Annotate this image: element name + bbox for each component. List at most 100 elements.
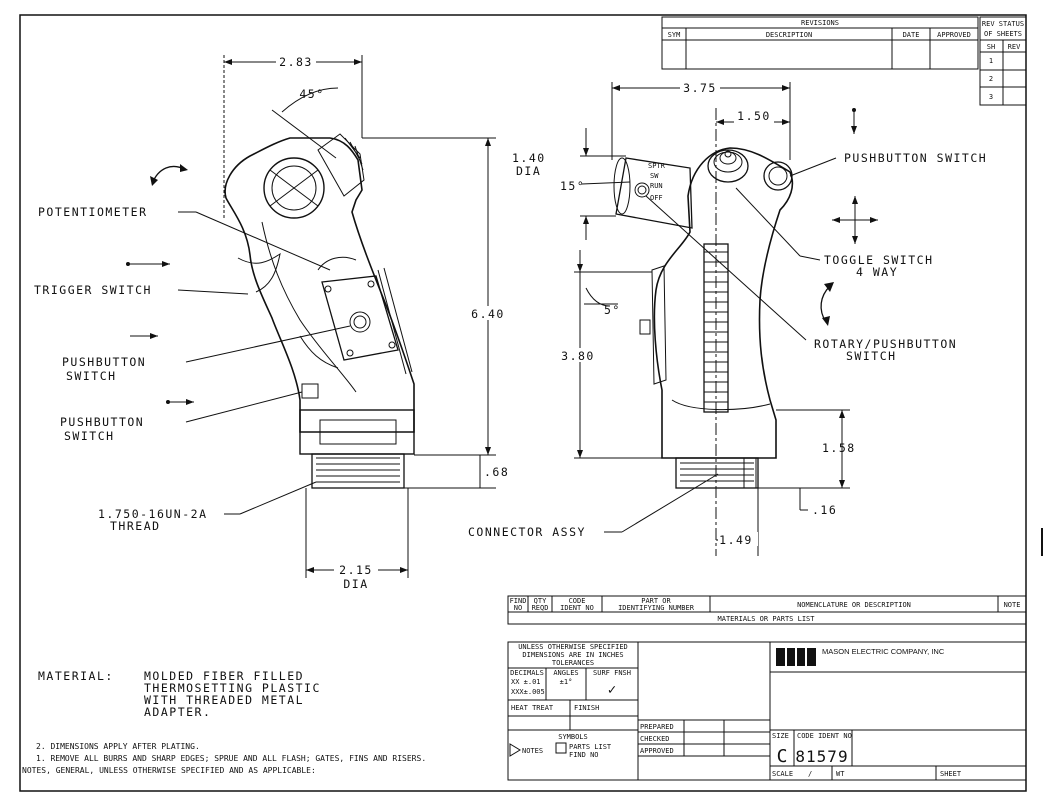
- label-rotary-pushbutton: ROTARY/PUSHBUTTON: [814, 337, 957, 351]
- approved-label: APPROVED: [640, 747, 674, 755]
- wt-label: WT: [836, 770, 845, 778]
- tolerance-xx: XX ±.01: [511, 678, 541, 686]
- label-rotary-switch: SWITCH: [846, 349, 897, 363]
- dim-width-283: 2.83: [279, 55, 313, 69]
- notes-section: MATERIAL: MOLDED FIBER FILLED THERMOSETT…: [22, 669, 426, 775]
- sheet-number-2: 2: [989, 75, 993, 83]
- size-label: SIZE: [772, 732, 789, 740]
- dim-dia-label: DIA: [343, 577, 368, 591]
- tolerance-xxx: XXX±.005: [511, 688, 545, 696]
- right-front-view: 3.75 1.50 1.40 DIA 15° SPTR SW RUN OFF 5…: [468, 80, 987, 556]
- code-ident-label: CODE IDENT NO: [797, 732, 852, 740]
- sheet-number-1: 1: [989, 57, 993, 65]
- label-toggle-4way: 4 WAY: [856, 265, 898, 279]
- prepared-label: PREPARED: [640, 723, 674, 731]
- dim-149: 1.49: [719, 533, 753, 547]
- parts-list: FIND NO QTY REQD CODE IDENT NO PART OR I…: [507, 595, 1027, 625]
- part-header-1: PART OR: [641, 597, 671, 605]
- dim-dia-140: 1.40: [512, 151, 546, 165]
- surface-finish-check: ✓: [608, 682, 616, 698]
- unless-specified-2: DIMENSIONS ARE IN INCHES: [522, 651, 623, 659]
- tolerance-angle: ±1°: [560, 678, 573, 686]
- dim-016: .16: [812, 503, 837, 517]
- note-1: 1. REMOVE ALL BURRS AND SHARP EDGES; SPR…: [36, 754, 426, 763]
- label-pushbutton-switch: PUSHBUTTON SWITCH: [844, 151, 987, 165]
- material-line-1: MOLDED FIBER FILLED: [144, 669, 304, 683]
- material-line-4: ADAPTER.: [144, 705, 211, 719]
- dim-angle-15: 15°: [560, 179, 585, 193]
- revisions-title: REVISIONS: [801, 19, 839, 27]
- of-sheets-label: OF SHEETS: [984, 30, 1022, 38]
- left-side-view: 2.83 45° 6.40 .68 2.15 DIA PO: [34, 54, 510, 591]
- unless-specified-1: UNLESS OTHERWISE SPECIFIED: [518, 643, 628, 651]
- label-potentiometer: POTENTIOMETER: [38, 205, 148, 219]
- dim-height-640: 6.40: [471, 307, 505, 321]
- material-line-3: WITH THREADED METAL: [144, 693, 304, 707]
- qty-header-1: QTY: [534, 597, 547, 605]
- note-header: NOTE: [1004, 601, 1021, 609]
- find-no-header-1: FIND: [510, 597, 527, 605]
- parts-list-symbol-2: FIND NO: [569, 751, 599, 759]
- label-pushbutton-1b: SWITCH: [66, 369, 117, 383]
- notes-symbol-label: NOTES: [522, 747, 543, 755]
- revisions-approved-header: APPROVED: [937, 31, 971, 39]
- selector-run: RUN: [650, 182, 663, 190]
- heat-treat-label: HEAT TREAT: [511, 704, 554, 712]
- material-label: MATERIAL:: [38, 669, 114, 683]
- surf-fnsh-label: SURF FNSH: [593, 669, 631, 677]
- note-2: 2. DIMENSIONS APPLY AFTER PLATING.: [36, 742, 200, 751]
- nomenclature-header: NOMENCLATURE OR DESCRIPTION: [797, 601, 911, 609]
- revisions-block: REVISIONS SYM DESCRIPTION DATE APPROVED …: [661, 16, 1027, 106]
- rev-status-label: REV STATUS: [982, 20, 1024, 28]
- code-header-2: IDENT NO: [560, 604, 594, 612]
- company-logo: [776, 648, 816, 666]
- find-no-header-2: NO: [514, 604, 522, 612]
- code-ident-value: 81579: [795, 747, 848, 766]
- checked-label: CHECKED: [640, 735, 670, 743]
- label-pushbutton-2b: SWITCH: [64, 429, 115, 443]
- sheet-border: [19, 14, 1027, 792]
- dim-dia-140-label: DIA: [516, 164, 541, 178]
- label-toggle-switch: TOGGLE SWITCH: [824, 253, 934, 267]
- size-value: C: [777, 746, 788, 767]
- notes-general-heading: NOTES, GENERAL, UNLESS OTHERWISE SPECIFI…: [22, 766, 316, 775]
- selector-sw: SW: [650, 172, 659, 180]
- tolerances-label: TOLERANCES: [552, 659, 594, 667]
- revisions-description-header: DESCRIPTION: [766, 31, 812, 39]
- parts-list-symbol-1: PARTS LIST: [569, 743, 612, 751]
- qty-header-2: REQD: [532, 604, 549, 612]
- title-block: UNLESS OTHERWISE SPECIFIED DIMENSIONS AR…: [507, 641, 1027, 781]
- material-line-2: THERMOSETTING PLASTIC: [144, 681, 321, 695]
- dim-158: 1.58: [822, 441, 856, 455]
- dim-angle-5: 5°: [604, 303, 621, 317]
- revisions-sym-header: SYM: [668, 31, 681, 39]
- part-header-2: IDENTIFYING NUMBER: [618, 604, 695, 612]
- label-thread: THREAD: [110, 519, 161, 533]
- selector-off: OFF: [650, 194, 663, 202]
- label-connector-assy: CONNECTOR ASSY: [468, 525, 586, 539]
- angles-label: ANGLES: [553, 669, 578, 677]
- revisions-date-header: DATE: [903, 31, 920, 39]
- dim-dia-215: 2.15: [339, 563, 373, 577]
- decimals-label: DECIMALS: [510, 669, 544, 677]
- rev-header: REV: [1008, 43, 1021, 51]
- label-pushbutton-2a: PUSHBUTTON: [60, 415, 144, 429]
- sh-header: SH: [987, 43, 995, 51]
- dim-380: 3.80: [561, 349, 595, 363]
- dim-top-150: 1.50: [737, 109, 771, 123]
- finish-label: FINISH: [574, 704, 599, 712]
- scale-separator: /: [808, 770, 812, 778]
- sheet-label: SHEET: [940, 770, 962, 778]
- dim-angle-45: 45°: [299, 87, 324, 101]
- label-pushbutton-1a: PUSHBUTTON: [62, 355, 146, 369]
- scale-label: SCALE: [772, 770, 793, 778]
- symbols-label: SYMBOLS: [558, 733, 588, 741]
- label-thread-spec: 1.750-16UN-2A: [98, 507, 208, 521]
- dim-adapter-68: .68: [484, 465, 509, 479]
- code-header-1: CODE: [569, 597, 586, 605]
- dim-width-375: 3.75: [683, 81, 717, 95]
- label-trigger-switch: TRIGGER SWITCH: [34, 283, 152, 297]
- selector-sptr: SPTR: [648, 162, 666, 170]
- company-name: MASON ELECTRIC COMPANY, INC: [822, 647, 945, 656]
